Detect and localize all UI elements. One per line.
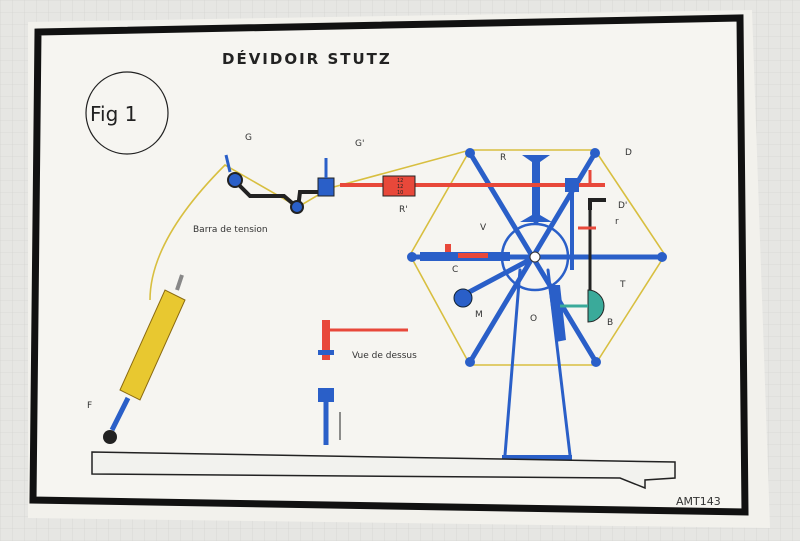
label-d: D [625,148,632,158]
label-d-prime: D' [618,201,627,211]
label-t: T [619,280,626,290]
label-r-prime: R' [399,205,408,215]
counter-mark: 12 [397,184,403,190]
label-b: B [607,318,613,328]
counter-mark: 10 [397,190,403,196]
counter-r-prime [382,175,416,197]
counter-mark: 12 [397,178,403,184]
base-board [91,451,676,490]
label-f: F [87,401,92,411]
stamp: AMT143 [676,495,721,508]
title: DÉVIDOIR STUTZ [222,49,392,68]
frame-border [29,14,749,516]
figure-circle [85,71,169,155]
label-r: R [500,153,506,163]
tension-bar [232,178,318,212]
figure-label: Fig 1 [90,102,137,126]
label-tension-bar: Barra de tension [193,225,268,235]
bobbin-f [119,289,186,401]
label-g: G [245,133,252,143]
label-m: M [475,310,483,320]
brake-t [587,289,605,323]
label-g-prime: G' [355,139,364,149]
label-o: O [530,314,537,324]
label-v: V [480,223,487,233]
handle-m [453,288,473,308]
label-top-view: Vue de dessus [352,351,417,361]
label-c: C [452,265,458,275]
label-r-small: r [615,217,619,227]
